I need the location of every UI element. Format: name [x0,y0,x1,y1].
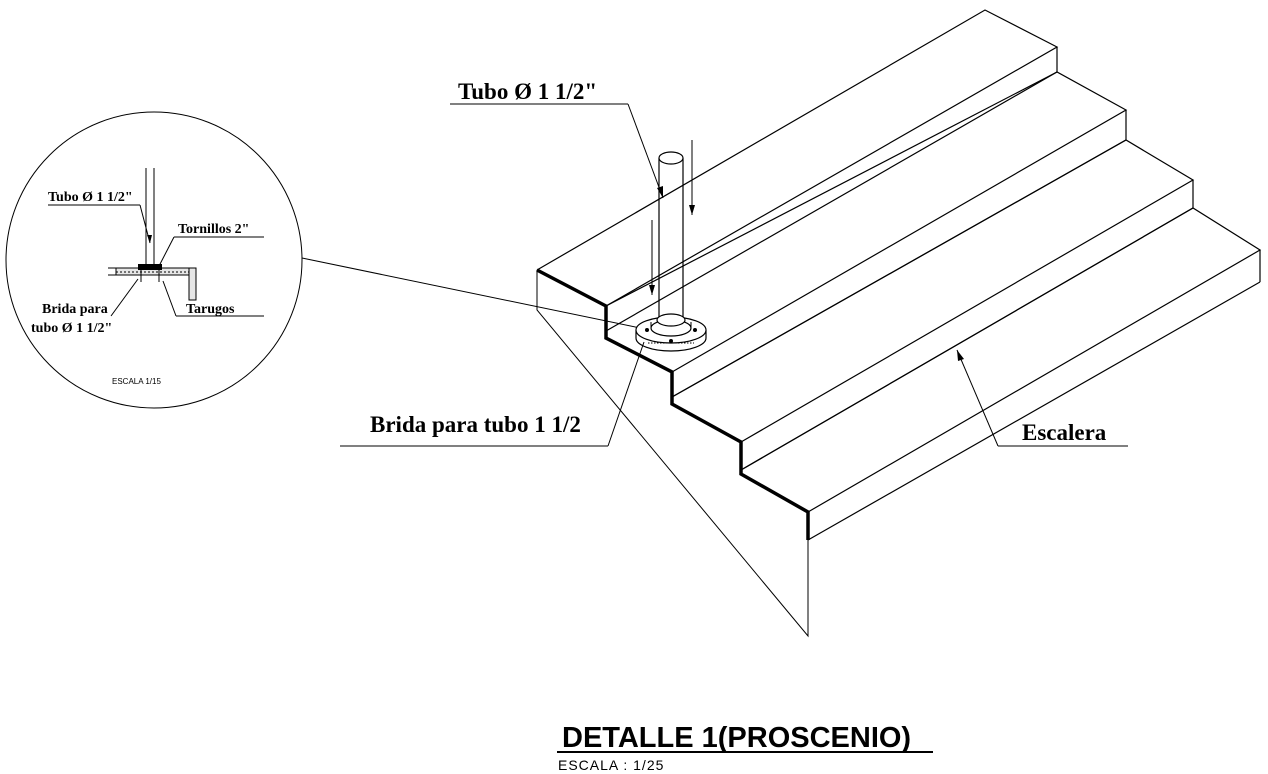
drawing-scale: ESCALA : 1/25 [558,757,664,773]
detail-circle: Tubo Ø 1 1/2" Tornillos 2" Brida para tu… [5,111,303,409]
stair-section-profile [536,268,810,540]
main-pipe-label: Tubo Ø 1 1/2" [458,79,597,104]
detail-flange-label-line2: tubo Ø 1 1/2" [31,321,112,336]
detail-callout-leader [301,257,641,329]
main-flange-label: Brida para tubo 1 1/2 [370,412,581,437]
main-stair-label: Escalera [1022,420,1107,445]
detail-flange [138,264,162,270]
stair-side-face [536,270,809,638]
step-4-top [740,207,1262,513]
step-2-top [605,71,1128,373]
detail-plugs-label: Tarugos [186,302,235,317]
handrail-pipe [649,140,695,318]
step-3-top [671,139,1195,443]
pipe-flange [635,313,707,352]
detail-screws-label: Tornillos 2" [178,222,249,237]
detail-step-section [108,267,197,301]
detail-scale-label: ESCALA 1/15 [112,377,161,386]
label-stair: Escalera [956,349,1128,447]
detail-flange-label-line1: Brida para [42,302,108,317]
detail-circle-outline [5,111,303,409]
drawing-title: DETALLE 1(PROSCENIO) [562,722,911,754]
step-1-edge [605,71,1058,307]
step-1-top [536,9,1059,307]
label-pipe: Tubo Ø 1 1/2" [450,79,664,199]
title-block: DETALLE 1(PROSCENIO) ESCALA : 1/25 [557,722,933,773]
detail-pipe-label: Tubo Ø 1 1/2" [48,190,133,205]
isometric-stair [536,9,1262,638]
label-flange: Brida para tubo 1 1/2 [340,341,645,447]
step-4-edge [807,281,1261,541]
